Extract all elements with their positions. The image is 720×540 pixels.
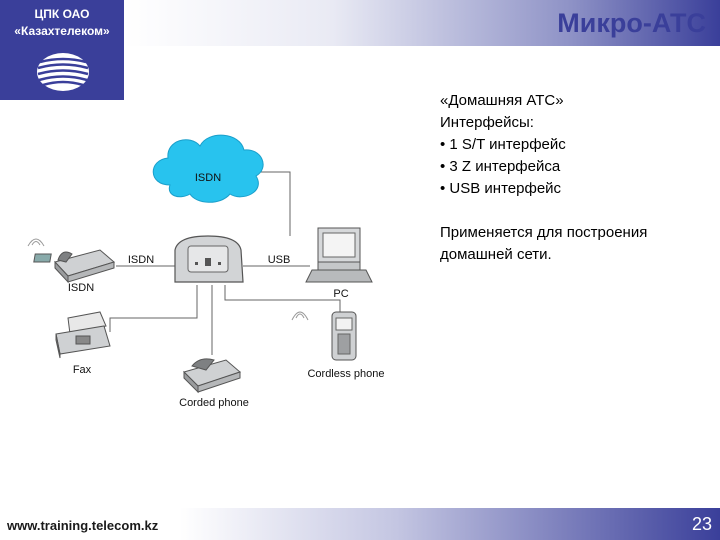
cordless-phone-icon: [291, 311, 357, 361]
isdn-phone-label: ISDN: [68, 282, 94, 294]
cordless-base-link: [224, 285, 341, 312]
header-gradient-bar: [124, 0, 720, 46]
pc-icon: [305, 227, 373, 283]
fax-label: Fax: [73, 364, 92, 376]
isdn-cloud: [152, 134, 264, 203]
corded-phone-label: Corded phone: [179, 397, 249, 409]
org-name-line1: ЦПК ОАО: [34, 7, 90, 21]
text-line-interfaces: Интерфейсы:: [440, 114, 534, 131]
bullet-st-interface: • 1 S/T интерфейс: [440, 136, 566, 153]
org-header-block: ЦПК ОАО «Казахтелеком»: [0, 0, 124, 100]
footer-url: www.training.telecom.kz: [7, 518, 159, 533]
isdn-phone-icon: [27, 238, 116, 284]
isdn-link-label: ISDN: [128, 254, 154, 266]
usage-text-line1: Применяется для построения: [440, 224, 648, 241]
corded-phone-icon: [183, 358, 241, 394]
org-name-line2: «Казахтелеком»: [14, 24, 110, 38]
cordless-phone-label: Cordless phone: [307, 368, 384, 380]
bullet-usb-interface: • USB интерфейс: [440, 180, 562, 197]
text-line-title: «Домашняя АТС»: [440, 92, 564, 109]
fax-icon: [55, 311, 111, 359]
connection-lines: [109, 171, 341, 355]
footer-bar: www.training.telecom.kz 23: [0, 508, 720, 540]
micro-pbx-icon: [174, 235, 244, 283]
page-number: 23: [691, 514, 712, 534]
pc-label: PC: [333, 288, 348, 300]
cloud-label: ISDN: [195, 172, 221, 184]
company-logo-icon: [37, 53, 89, 91]
fax-link: [109, 285, 198, 332]
usage-text-line2: домашней сети.: [440, 246, 552, 263]
slide-title: Микро-АТС: [557, 8, 706, 38]
bullet-z-interfaces: • 3 Z интерфейса: [440, 158, 561, 175]
usb-link-label: USB: [268, 254, 291, 266]
